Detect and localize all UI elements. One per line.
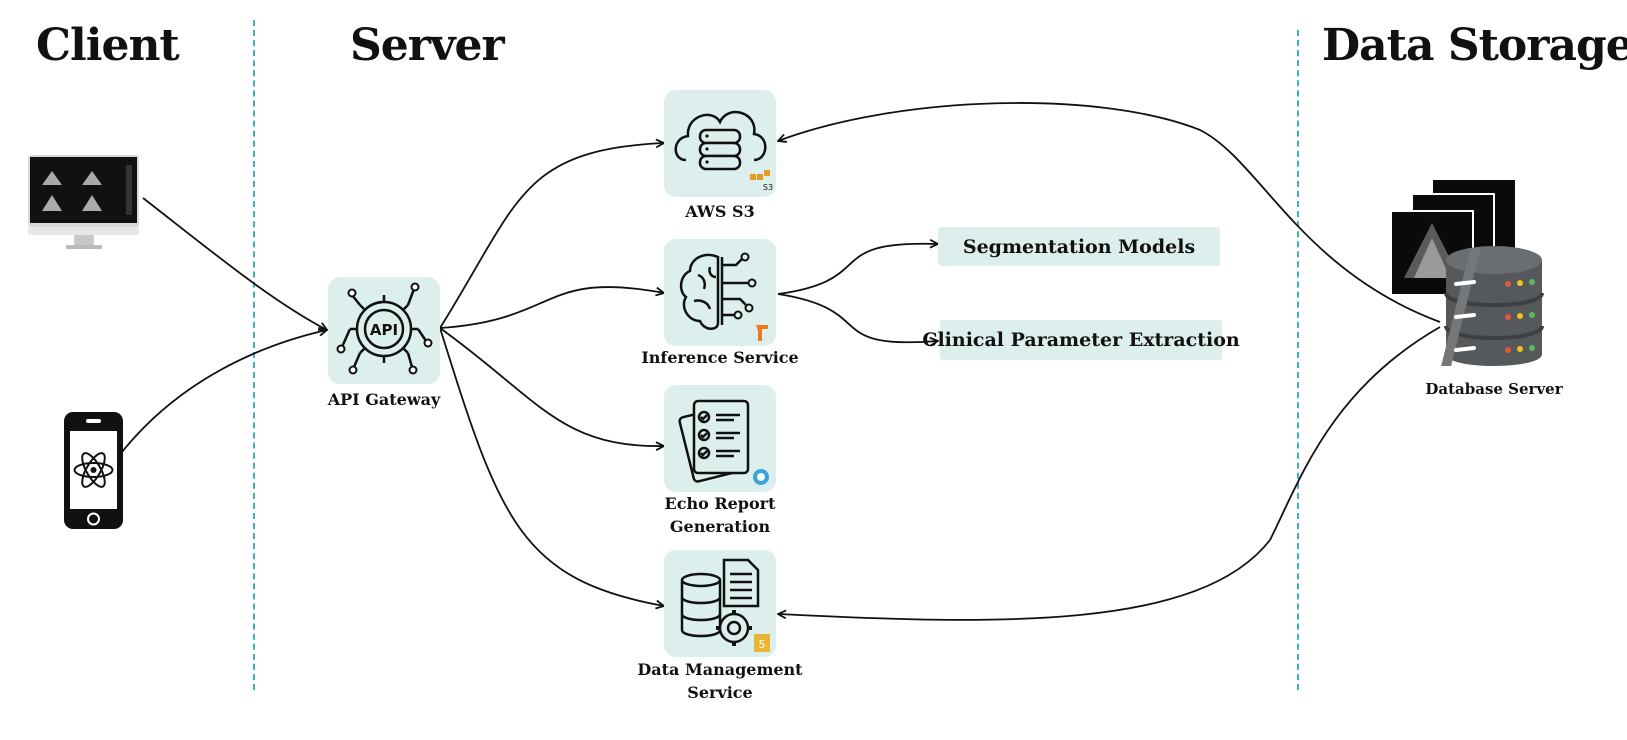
echo-report-tile	[664, 385, 776, 492]
segmentation-models-box: Segmentation Models	[938, 227, 1220, 266]
server-storage-divider	[1297, 30, 1299, 690]
inference-service-label: Inference Service	[641, 348, 799, 367]
mobile-phone-icon	[64, 412, 123, 529]
echo-report-label-line1: Echo Report	[664, 494, 776, 513]
arrow-inference-to-segmentation	[777, 244, 938, 295]
client-section-title: Client	[36, 20, 180, 71]
arrow-mobile-to-gateway	[121, 330, 327, 453]
s3-badge-text: S3	[763, 183, 773, 192]
server-section-title: Server	[350, 20, 505, 71]
arrow-gateway-to-s3	[439, 143, 664, 329]
database-document-gear-icon: 5	[680, 558, 770, 652]
client-server-divider	[253, 20, 255, 690]
data-storage-section-title: Data Storage	[1322, 20, 1627, 71]
data-management-label: Data Management Service	[620, 658, 820, 704]
inference-service-tile	[664, 239, 776, 346]
checklist-report-icon	[678, 399, 769, 485]
cloud-database-icon: S3	[674, 110, 773, 192]
brain-circuit-icon	[679, 252, 768, 341]
echo-report-label-line2: Generation	[669, 517, 771, 536]
api-gateway-label: API Gateway	[327, 390, 441, 409]
data-management-label-line2: Service	[687, 683, 753, 702]
api-gateway-tile: API	[328, 277, 440, 384]
svg-text:5: 5	[759, 638, 766, 651]
database-server-icon	[1390, 180, 1544, 366]
desktop-monitor-icon	[28, 155, 139, 249]
arrow-desktop-to-gateway	[142, 197, 327, 330]
api-gear-icon: API	[336, 282, 433, 375]
data-management-tile: 5	[664, 550, 776, 657]
data-management-label-line1: Data Management	[637, 660, 803, 679]
aws-s3-label: AWS S3	[685, 202, 755, 221]
arrow-gateway-to-inference	[439, 286, 664, 329]
api-icon-text: API	[370, 321, 398, 339]
aws-s3-tile: S3	[664, 90, 776, 197]
arrow-db-to-s3	[778, 102, 1441, 323]
clinical-parameter-extraction-box: Clinical Parameter Extraction	[922, 320, 1240, 360]
arrow-db-to-datamgmt	[778, 326, 1441, 621]
arrow-gateway-to-echo	[439, 327, 664, 446]
database-server-label: Database Server	[1425, 380, 1563, 398]
arrow-gateway-to-datamgmt	[439, 327, 664, 606]
arrow-inference-to-clinical	[777, 293, 938, 342]
echo-report-label: Echo Report Generation	[630, 492, 810, 538]
